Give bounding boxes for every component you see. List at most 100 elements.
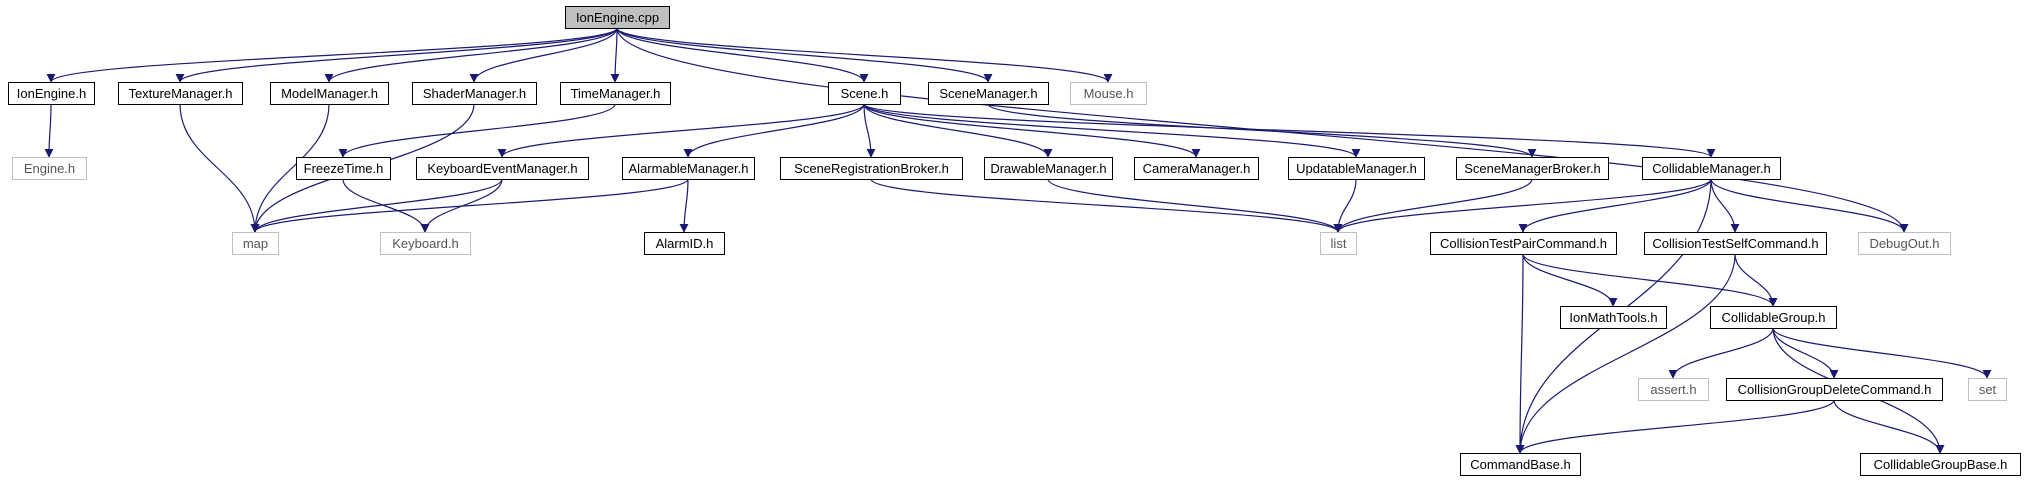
edge-collidablemanager_h-to-debugout_h (1710, 178, 1909, 233)
node-map: map (232, 232, 279, 255)
node-shadermanager-h[interactable]: ShaderManager.h (412, 82, 537, 105)
node-freezetime-h[interactable]: FreezeTime.h (296, 157, 391, 180)
node-keyboard-h: Keyboard.h (380, 232, 471, 255)
node-updatablemanager-h[interactable]: UpdatableManager.h (1288, 157, 1425, 180)
edge-scenemanager_h-to-scenemanagerbroker_h (987, 103, 1537, 158)
node-box (780, 157, 963, 180)
node-label: Keyboard.h (392, 236, 459, 251)
node-label: TimeManager.h (571, 86, 661, 101)
edge-ionengine_cpp-to-scenemanager_h (616, 27, 993, 83)
edge-collisiongroupdeletecommand_h-to-commandbase_h (1515, 399, 1835, 454)
node-box (1726, 378, 1943, 401)
node-collisiontestselfcommand-h[interactable]: CollisionTestSelfCommand.h (1644, 232, 1827, 255)
node-ionengine-cpp[interactable]: IonEngine.cpp (565, 6, 670, 29)
node-box (1134, 157, 1259, 180)
edge-modelmanager_h-to-map (250, 103, 330, 233)
node-label: set (1979, 382, 1997, 397)
node-box (118, 82, 243, 105)
node-label: AlarmableManager.h (629, 161, 749, 176)
edge-ionengine_cpp-to-shadermanager_h (469, 27, 618, 83)
edge-collidablegroup_h-to-set (1772, 327, 1992, 379)
node-mouse-h: Mouse.h (1070, 82, 1147, 105)
node-commandbase-h[interactable]: CommandBase.h (1460, 453, 1581, 476)
node-alarmid-h[interactable]: AlarmID.h (644, 232, 725, 255)
node-box (1638, 378, 1709, 401)
edge-alarmablemanager_h-to-map (250, 178, 689, 233)
node-box (416, 157, 589, 180)
edge-scenemanagerbroker_h-to-list (1333, 178, 1533, 233)
node-debugout-h: DebugOut.h (1858, 232, 1951, 255)
node-box (1858, 232, 1951, 255)
node-box (1644, 232, 1827, 255)
node-alarmablemanager-h[interactable]: AlarmableManager.h (622, 157, 755, 180)
edge-collisiontestpaircommand_h-to-collidablegroup_h (1522, 253, 1778, 307)
node-ionmathtools-h[interactable]: IonMathTools.h (1560, 306, 1667, 329)
edge-scene_h-to-collidablemanager_h (863, 103, 1716, 158)
node-label: SceneManagerBroker.h (1464, 161, 1601, 176)
node-scene-h[interactable]: Scene.h (828, 82, 901, 105)
edge-ionengine_cpp-to-modelmanager_h (324, 27, 618, 83)
node-label: DrawableManager.h (990, 161, 1106, 176)
node-label: list (1331, 236, 1347, 251)
node-collidablemanager-h[interactable]: CollidableManager.h (1642, 157, 1781, 180)
node-box (928, 82, 1049, 105)
node-scenemanager-h[interactable]: SceneManager.h (928, 82, 1049, 105)
node-box (565, 6, 670, 29)
node-label: CameraManager.h (1143, 161, 1251, 176)
edge-freezetime_h-to-keyboard_h (342, 178, 430, 233)
node-box (1430, 232, 1617, 255)
edge-collidablemanager_h-to-list (1333, 178, 1712, 233)
node-label: FreezeTime.h (304, 161, 384, 176)
edge-scene_h-to-cameramanager_h (863, 103, 1201, 158)
node-texturemanager-h[interactable]: TextureManager.h (118, 82, 243, 105)
node-timemanager-h[interactable]: TimeManager.h (560, 82, 671, 105)
edge-collidablegroup_h-to-collisiongroupdeletecommand_h (1772, 327, 1839, 379)
node-assert-h: assert.h (1638, 378, 1709, 401)
node-collidablegroupbase-h[interactable]: CollidableGroupBase.h (1860, 453, 2021, 476)
edge-ionengine_cpp-to-ionengine_h (46, 27, 618, 83)
node-box (270, 82, 389, 105)
node-collisiongroupdeletecommand-h[interactable]: CollisionGroupDeleteCommand.h (1726, 378, 1943, 401)
node-box (644, 232, 725, 255)
edge-collisiontestpaircommand_h-to-ionmathtools_h (1522, 253, 1618, 307)
node-modelmanager-h[interactable]: ModelManager.h (270, 82, 389, 105)
node-box (622, 157, 755, 180)
edge-collisiontestselfcommand_h-to-commandbase_h (1515, 253, 1736, 454)
edge-collisiontestselfcommand_h-to-collidablegroup_h (1734, 253, 1778, 307)
edge-collisiongroupdeletecommand_h-to-collidablegroupbase_h (1833, 399, 1945, 454)
node-label: SceneManager.h (939, 86, 1037, 101)
node-box (296, 157, 391, 180)
node-drawablemanager-h[interactable]: DrawableManager.h (984, 157, 1113, 180)
edge-keyboardeventmanager_h-to-map (250, 178, 503, 233)
node-label: CollidableManager.h (1652, 161, 1771, 176)
node-label: TextureManager.h (128, 86, 232, 101)
node-sceneregistrationbroker-h[interactable]: SceneRegistrationBroker.h (780, 157, 963, 180)
node-collidablegroup-h[interactable]: CollidableGroup.h (1710, 306, 1837, 329)
edge-scene_h-to-alarmablemanager_h (683, 103, 865, 158)
node-box (412, 82, 537, 105)
edge-ionengine_h-to-engine_h (44, 103, 54, 158)
node-label: CommandBase.h (1470, 457, 1570, 472)
node-label: CollisionTestPairCommand.h (1440, 236, 1607, 251)
node-ionengine-h[interactable]: IonEngine.h (8, 82, 95, 105)
node-label: map (243, 236, 268, 251)
node-box (12, 157, 87, 180)
edge-alarmablemanager_h-to-alarmid_h (679, 178, 689, 233)
edge-timemanager_h-to-freezetime_h (338, 103, 616, 158)
node-scenemanagerbroker-h[interactable]: SceneManagerBroker.h (1456, 157, 1609, 180)
node-label: CollidableGroup.h (1721, 310, 1825, 325)
node-box (828, 82, 901, 105)
edge-collidablemanager_h-to-collisiontestpaircommand_h (1518, 178, 1712, 233)
edge-drawablemanager_h-to-list (1047, 178, 1343, 233)
node-keyboardeventmanager-h[interactable]: KeyboardEventManager.h (416, 157, 589, 180)
node-label: CollidableGroupBase.h (1874, 457, 2008, 472)
node-collisiontestpaircommand-h[interactable]: CollisionTestPairCommand.h (1430, 232, 1617, 255)
node-label: IonEngine.h (17, 86, 86, 101)
edge-scene_h-to-keyboardeventmanager_h (497, 103, 865, 158)
node-box (1070, 82, 1147, 105)
edge-scene_h-to-updatablemanager_h (863, 103, 1361, 158)
node-cameramanager-h[interactable]: CameraManager.h (1134, 157, 1259, 180)
node-label: CollisionGroupDeleteCommand.h (1738, 382, 1932, 397)
